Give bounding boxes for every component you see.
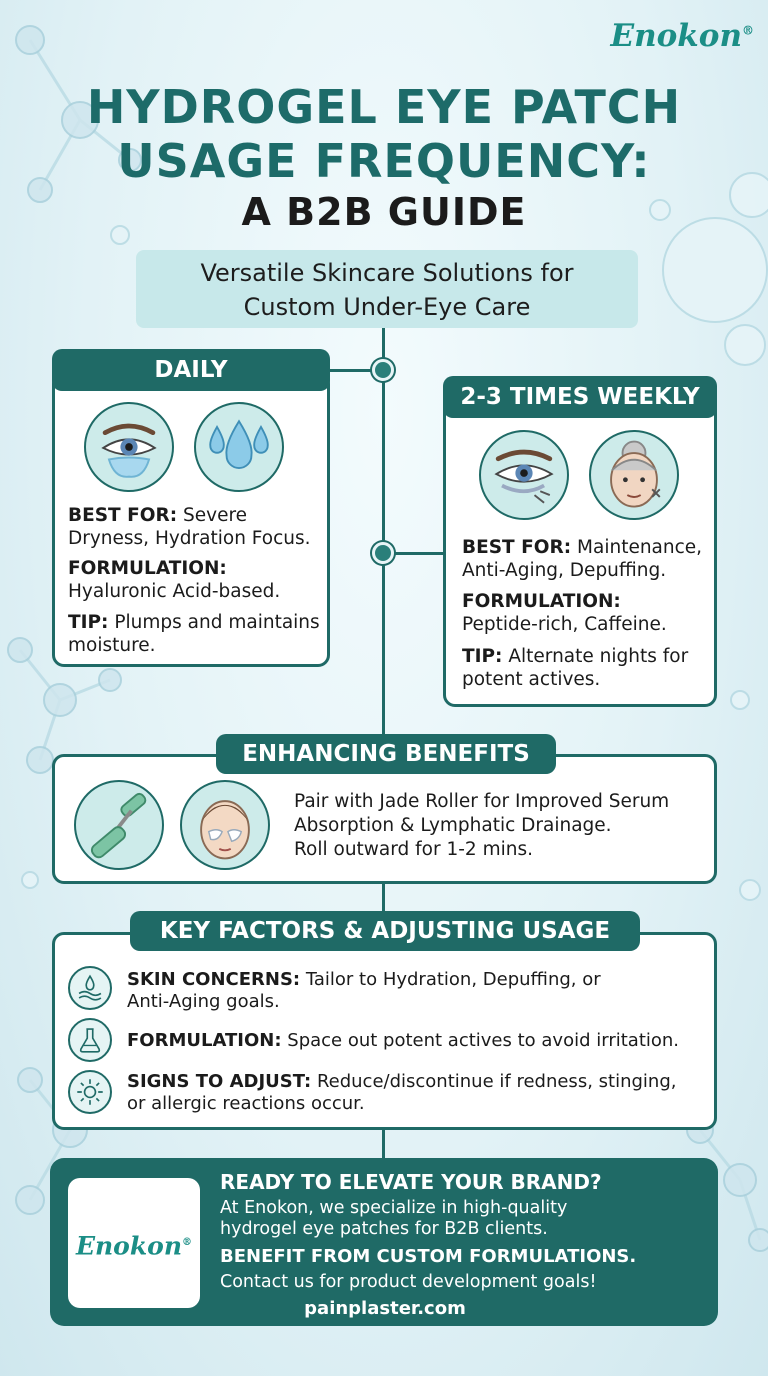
subtitle-box: Versatile Skincare Solutions for Custom … [136,250,638,328]
connector-weekly [384,552,444,555]
weekly-tip: TIP: Alternate nights for potent actives… [462,646,689,690]
elderly-face-icon [589,430,679,520]
flask-icon [68,1018,112,1062]
factors-card [52,932,717,1130]
page-title-line1: HYDROGEL EYE PATCH [86,80,682,134]
page-title-line3: A B2B GUIDE [241,190,527,234]
factor-skin-concerns: SKIN CONCERNS: Tailor to Hydration, Depu… [127,969,601,1012]
weekly-heading: 2-3 TIMES WEEKLY [443,376,717,418]
enhancing-text: Pair with Jade Roller for Improved Serum… [294,791,670,860]
weekly-best-for: BEST FOR: Maintenance, Anti-Aging, Depuf… [462,537,703,581]
timeline-dot-daily [372,359,394,381]
brand-logo: Enokon® [610,18,754,54]
timeline-dot-weekly [372,542,394,564]
weekly-formulation: FORMULATION: Peptide-rich, Caffeine. [462,591,667,635]
daily-tip: TIP: Plumps and maintains moisture. [68,612,320,656]
daily-heading: DAILY [52,349,330,391]
page-title-line2: USAGE FREQUENCY: [117,134,651,188]
jade-roller-icon [74,780,164,870]
cta-brand-logo: Enokon® [68,1178,200,1308]
subtitle-line2: Custom Under-Eye Care [243,293,531,321]
cta-paragraph: At Enokon, we specialize in high-quality… [220,1198,568,1239]
puffy-eye-icon [479,430,569,520]
website-link[interactable]: painplaster.com [304,1298,466,1319]
irritation-icon [68,1070,112,1114]
cta-banner: Enokon® READY TO ELEVATE YOUR BRAND? At … [50,1158,718,1326]
cta-heading: READY TO ELEVATE YOUR BRAND? [220,1170,602,1194]
daily-formulation: FORMULATION: Hyaluronic Acid-based. [68,558,281,602]
face-with-patches-icon [180,780,270,870]
factors-heading: KEY FACTORS & ADJUSTING USAGE [130,911,640,951]
eye-patch-icon [84,402,174,492]
skin-drops-icon [68,966,112,1010]
daily-best-for: BEST FOR: Severe Dryness, Hydration Focu… [68,505,311,549]
cta-subheading: BENEFIT FROM CUSTOM FORMULATIONS. [220,1246,637,1267]
connector-daily [330,369,382,372]
cta-contact-text: Contact us for product development goals… [220,1272,597,1292]
factor-formulation: FORMULATION: Space out potent actives to… [127,1030,680,1051]
factor-signs-to-adjust: SIGNS TO ADJUST: Reduce/discontinue if r… [127,1071,677,1114]
subtitle-line1: Versatile Skincare Solutions for [200,259,574,287]
water-drops-icon [194,402,284,492]
enhancing-heading: ENHANCING BENEFITS [216,734,556,774]
